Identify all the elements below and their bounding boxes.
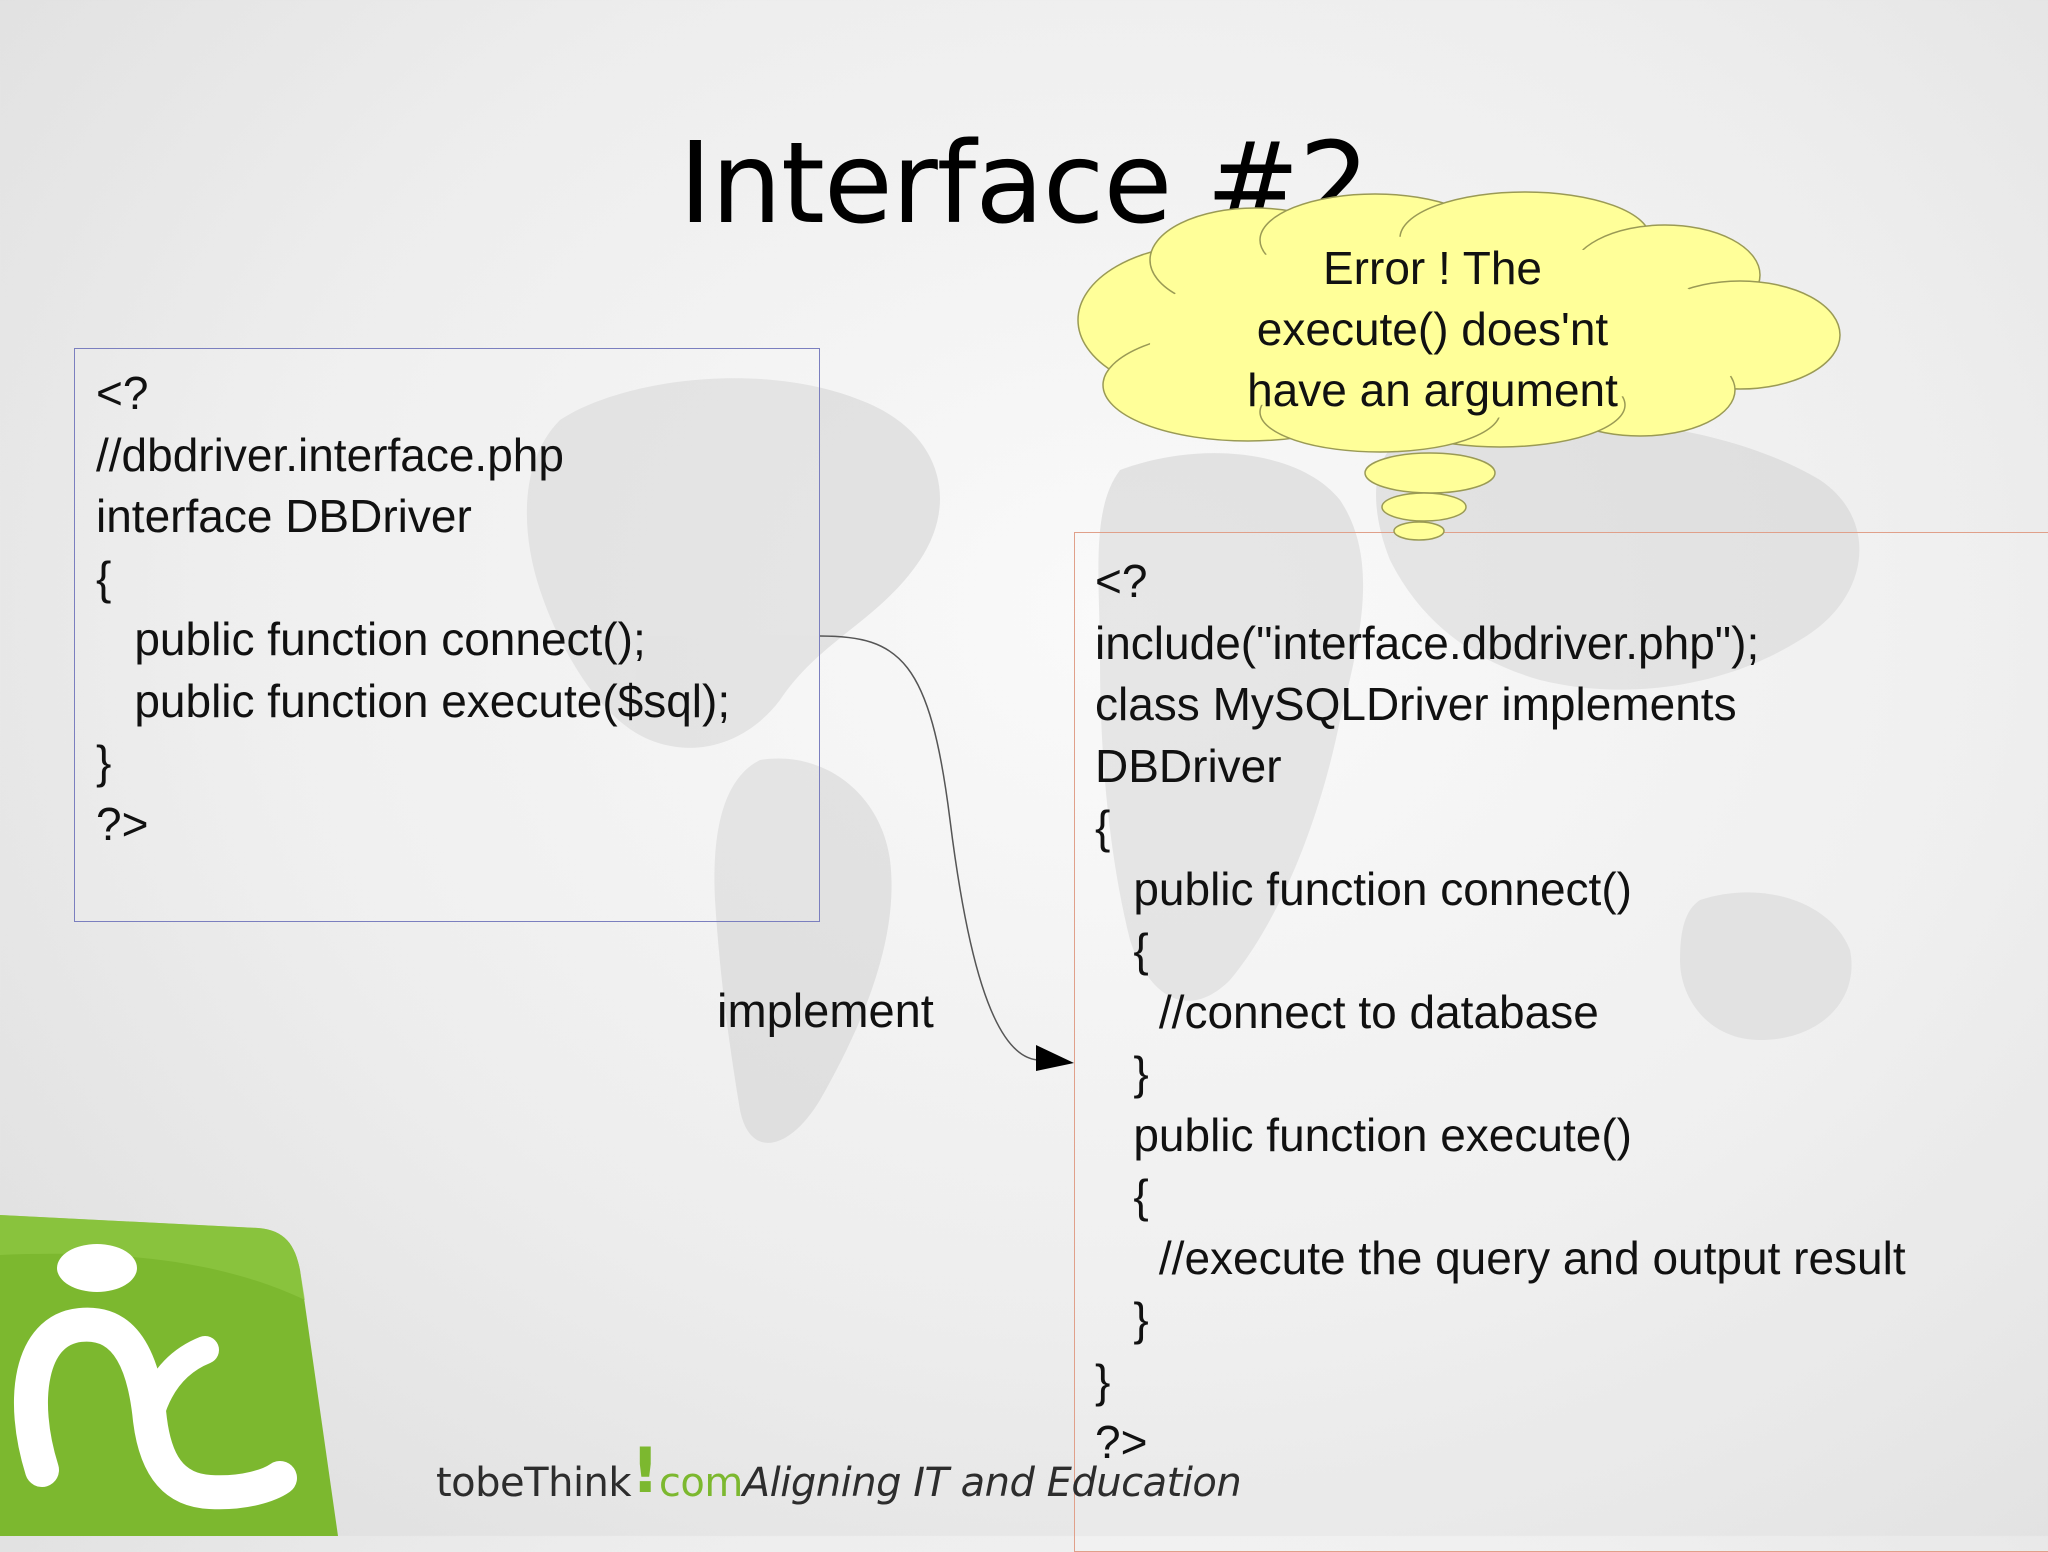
class-code-box: <? include("interface.dbdriver.php"); cl…: [1074, 532, 2048, 1552]
class-code-line: ?>: [1095, 1416, 1148, 1468]
callout-line: execute() does'nt: [1256, 303, 1609, 355]
class-code-line: //connect to database: [1095, 985, 1599, 1038]
australia-shape: [1680, 892, 1852, 1040]
callout-line: Error ! The: [1323, 242, 1542, 294]
implement-label: implement: [717, 984, 934, 1037]
interface-code-line: <?: [96, 367, 149, 419]
class-code-line: {: [1095, 1170, 1149, 1222]
class-code-line: include("interface.dbdriver.php");: [1095, 616, 1760, 669]
class-code-line: {: [1095, 924, 1149, 976]
brand-name: tobeThink: [436, 1460, 632, 1506]
callout-line: have an argument: [1247, 364, 1618, 416]
error-callout-text: Error ! The execute() does'nt have an ar…: [1180, 238, 1685, 421]
europe-africa-shape: [1098, 453, 1364, 1001]
interface-code-line: public function execute($sql);: [96, 674, 731, 727]
class-code-line: <?: [1095, 555, 1148, 607]
interface-code-line: interface DBDriver: [96, 490, 472, 542]
interface-code-line: ?>: [96, 797, 149, 850]
slide-title: Interface #2: [678, 119, 1370, 249]
class-code-line: DBDriver: [1095, 739, 1282, 792]
class-code-line: }: [1095, 1354, 1111, 1407]
interface-code-line: {: [96, 551, 112, 604]
brand-exclamation: !: [631, 1434, 659, 1507]
north-america-shape: [526, 378, 940, 748]
interface-code-line: //dbdriver.interface.php: [96, 428, 564, 481]
brand-tagline: Aligning IT and Education: [742, 1460, 1242, 1506]
brand-wordmark: tobeThink!comAligning IT and Education: [436, 1434, 1242, 1511]
class-code-line: class MySQLDriver implements: [1095, 678, 1737, 730]
class-code-line: //execute the query and output result: [1095, 1231, 1906, 1284]
class-code-line: }: [1095, 1293, 1149, 1345]
asia-shape: [1376, 419, 1860, 690]
interface-code-box: <? //dbdriver.interface.php interface DB…: [74, 348, 820, 922]
class-code-line: }: [1095, 1047, 1149, 1099]
brand-domain: com: [658, 1460, 743, 1506]
class-code-line: public function execute(): [1095, 1108, 1632, 1161]
interface-code-line: }: [96, 736, 112, 788]
interface-code-line: public function connect();: [96, 613, 646, 665]
class-code-line: {: [1095, 801, 1111, 853]
class-code-line: public function connect(): [1095, 862, 1632, 915]
